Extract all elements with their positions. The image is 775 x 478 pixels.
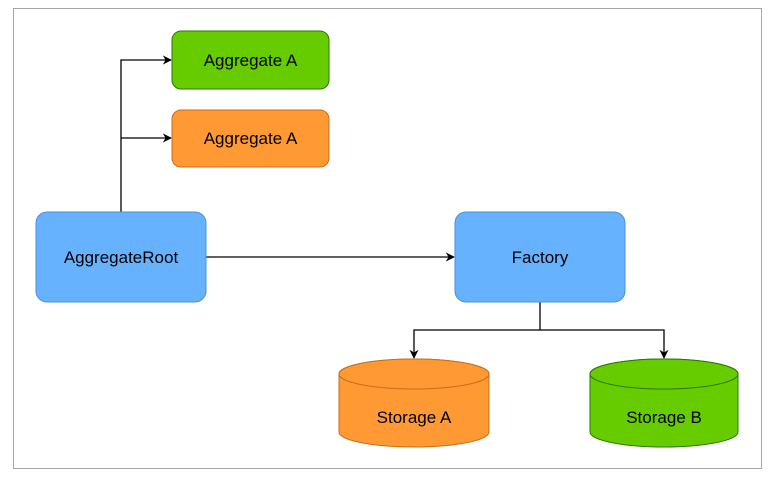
node-storage-a[interactable]: Storage A	[338, 358, 490, 448]
storage-a-label: Storage A	[377, 408, 452, 427]
node-factory[interactable]: Factory	[454, 211, 626, 303]
factory-label: Factory	[512, 248, 569, 267]
node-aggregate-root[interactable]: AggregateRoot	[35, 211, 207, 303]
storage-a-top	[338, 358, 490, 390]
edge-factory-to-storage-a	[409, 302, 541, 359]
aggregate-a-green-label: Aggregate A	[204, 51, 298, 70]
aggregate-root-box	[35, 211, 207, 303]
node-aggregate-a-green[interactable]: Aggregate A	[171, 30, 330, 90]
edge-factory-to-storage-b	[540, 329, 669, 359]
storage-b-top	[589, 358, 739, 390]
aggregate-a-orange-box	[171, 109, 330, 168]
edges	[120, 55, 669, 359]
edge-root-to-aggregate-green	[120, 55, 172, 212]
node-storage-b[interactable]: Storage B	[589, 358, 739, 448]
aggregate-root-label: AggregateRoot	[64, 248, 179, 267]
factory-box	[454, 211, 626, 303]
node-aggregate-a-orange[interactable]: Aggregate A	[171, 109, 330, 168]
aggregate-a-green-box	[171, 30, 330, 90]
aggregate-a-orange-label: Aggregate A	[204, 129, 298, 148]
storage-b-label: Storage B	[626, 408, 702, 427]
